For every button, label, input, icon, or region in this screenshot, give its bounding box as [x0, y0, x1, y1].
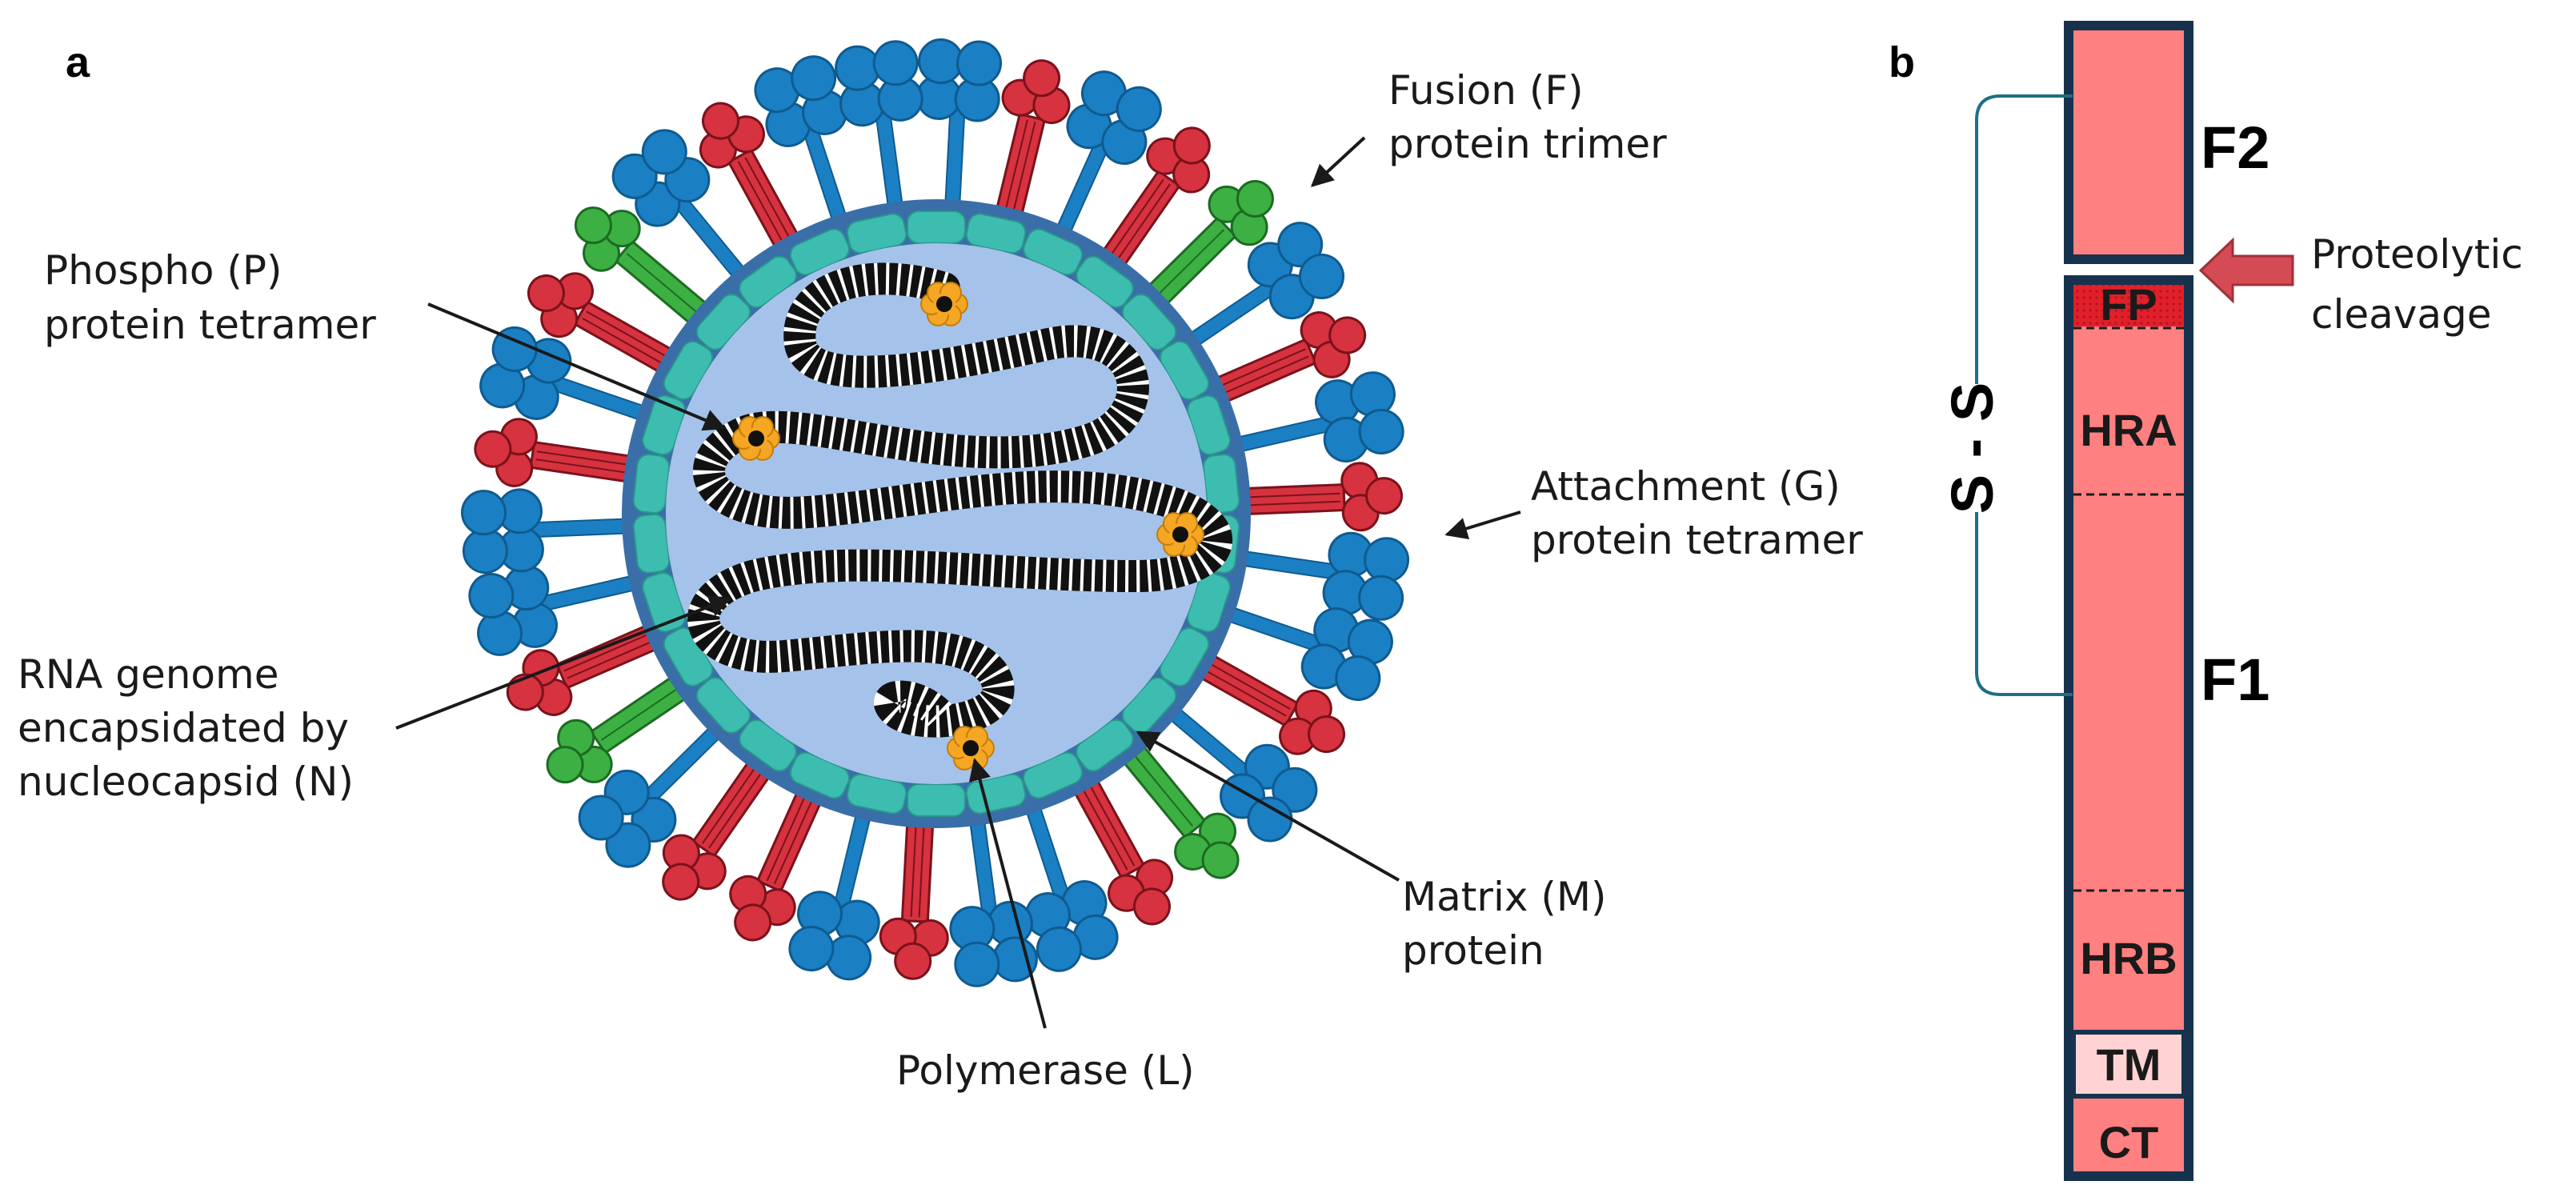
matrix-segment — [907, 210, 966, 244]
disulfide-bracket-top — [1975, 94, 2073, 384]
g-protein-spike — [835, 40, 923, 210]
cleavage-label-line2: cleavage — [2311, 291, 2492, 338]
attachment-label-line2: protein tetramer — [1531, 517, 1863, 563]
polymerase-label: Polymerase (L) — [896, 1047, 1195, 1094]
disulfide-label: S - S — [1939, 382, 2005, 514]
matrix-segment — [965, 213, 1027, 254]
f-protein-spike — [1196, 652, 1346, 755]
matrix-segment — [846, 213, 907, 254]
surface-glycoproteins — [460, 38, 1410, 987]
tm-segment — [2071, 1030, 2186, 1099]
matrix-segment — [632, 454, 671, 514]
green-protein-spike — [574, 206, 711, 327]
matrix-segment — [846, 773, 907, 815]
rna-arrow — [395, 595, 732, 730]
matrix-segment — [1202, 454, 1240, 514]
g-protein-spike — [915, 38, 1003, 208]
rna-label-line3: nucleocapsid (N) — [18, 759, 354, 805]
matrix-segment — [1121, 677, 1177, 734]
f-protein-spike — [1242, 462, 1404, 532]
tm-label: TM — [2097, 1039, 2161, 1090]
f-protein-spike — [474, 418, 635, 487]
f-protein-spike — [1212, 311, 1367, 405]
g-protein-spike — [1234, 371, 1404, 462]
g-protein-spike — [1024, 803, 1119, 972]
f2-label: F2 — [2201, 114, 2270, 181]
rna-label-line2: encapsidated by — [18, 705, 349, 751]
phospho-protein-marker — [732, 416, 780, 461]
green-protein-spike — [1144, 179, 1274, 308]
fusion-arrow — [1310, 136, 1366, 187]
disulfide-bracket-bottom — [1975, 512, 2073, 696]
green-protein-spike — [546, 674, 691, 784]
rna-label-line1: RNA genome — [18, 651, 279, 698]
f-protein-spike — [699, 102, 801, 252]
phospho-protein-marker — [920, 282, 968, 326]
fusion-label-line1: Fusion (F) — [1388, 67, 1584, 114]
attachment-arrow — [1444, 510, 1521, 540]
g-protein-spike — [1239, 531, 1410, 621]
fusion-label-line2: protein trimer — [1388, 121, 1667, 167]
green-protein-spike — [1120, 742, 1240, 879]
panel-a-letter: a — [66, 38, 90, 86]
matrix-segment — [907, 783, 966, 817]
polymerase-marker — [947, 726, 995, 771]
matrix-segment — [1186, 571, 1231, 633]
hrb-label: HRB — [2080, 933, 2177, 983]
g-protein-spike — [754, 55, 848, 225]
phospho-label-line1: Phospho (P) — [44, 247, 282, 294]
g-protein-spike — [949, 817, 1038, 987]
matrix-segment — [1186, 394, 1231, 456]
rna-genome — [687, 262, 1232, 738]
hra-label: HRA — [2080, 405, 2177, 455]
g-protein-spike — [611, 129, 748, 282]
f-protein-spike — [729, 787, 823, 942]
phospho-arrow — [427, 302, 727, 431]
f-protein-spike — [879, 819, 949, 980]
cleavage-label-line1: Proteolytic — [2311, 231, 2523, 278]
matrix-segment — [663, 340, 714, 401]
matrix-segment — [1121, 294, 1177, 350]
callout-labels: Fusion (F) protein trimer Phospho (P) pr… — [18, 67, 1863, 1094]
f1-label: F1 — [2201, 647, 2270, 713]
cleavage-arrow — [2198, 237, 2294, 304]
matrix-arrow — [1136, 731, 1400, 882]
f-protein-spike — [527, 272, 676, 375]
g-protein-spike — [1166, 705, 1318, 843]
attachment-label-line1: Attachment (G) — [1531, 463, 1841, 510]
fp-segment — [2073, 285, 2184, 326]
g-protein-spike — [1186, 222, 1345, 349]
polymerase-arrow — [968, 758, 1047, 1029]
g-protein-spike — [578, 723, 723, 868]
f-protein-spike — [662, 758, 773, 901]
panel-a: a Fusion (F) protein trimer Phospho (P) — [18, 38, 1863, 1094]
panel-b: b F2 F1 FP HRA HRB TM CT S - S Proteolyt… — [1889, 21, 2523, 1181]
f2-domain — [2064, 21, 2193, 264]
phospho-label-line2: protein tetramer — [44, 302, 376, 348]
f1-domain — [2064, 275, 2193, 1181]
matrix-segment — [632, 513, 671, 574]
phospho-protein-marker — [1156, 512, 1204, 557]
f-protein-spike — [995, 59, 1071, 219]
callout-arrows — [395, 136, 1521, 1029]
panel-b-letter: b — [1889, 38, 1915, 86]
ct-label: CT — [2099, 1117, 2159, 1167]
fp-label: FP — [2100, 279, 2157, 330]
matrix-label-line1: Matrix (M) — [1402, 874, 1606, 920]
matrix-label-line2: protein — [1402, 927, 1544, 974]
phospho-proteins — [732, 282, 1204, 771]
g-protein-spike — [460, 488, 630, 574]
